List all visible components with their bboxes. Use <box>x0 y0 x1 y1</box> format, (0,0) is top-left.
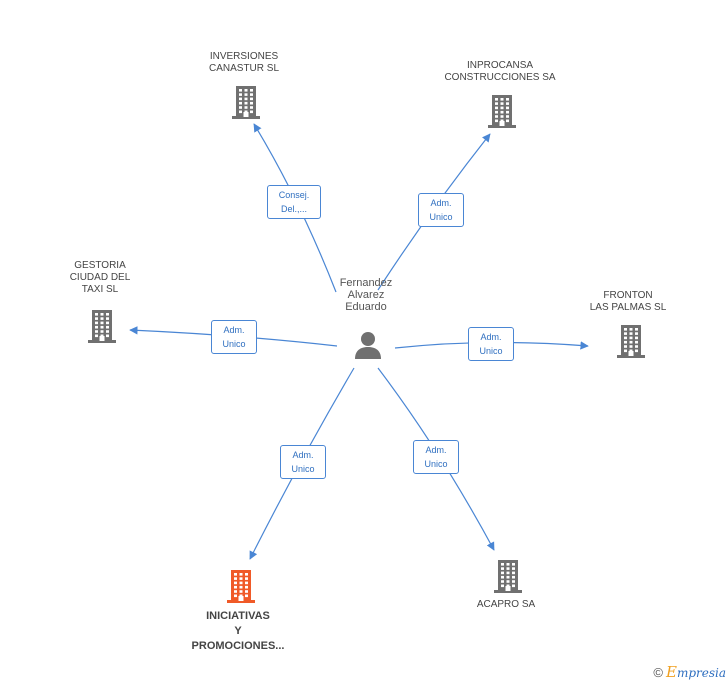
role-label-inprocansa[interactable]: Adm.Unico <box>418 193 464 227</box>
person-name: Fernandez Alvarez Eduardo <box>339 277 393 313</box>
role-label-fronton[interactable]: Adm.Unico <box>468 327 514 361</box>
building-icon[interactable] <box>615 324 647 363</box>
building-icon[interactable] <box>230 85 262 124</box>
role-label-iniciativas[interactable]: Adm.Unico <box>280 445 326 479</box>
building-icon[interactable] <box>486 94 518 133</box>
building-icon[interactable] <box>492 559 524 598</box>
person-icon <box>355 332 381 359</box>
footer-brand: ©Empresia <box>653 663 726 681</box>
copyright-icon: © <box>653 665 663 680</box>
role-label-inversiones[interactable]: Consej.Del.,... <box>267 185 321 219</box>
brand-name: mpresia <box>676 666 726 680</box>
brand-initial: E <box>665 663 677 681</box>
building-icon[interactable] <box>86 309 118 348</box>
role-label-gestoria[interactable]: Adm.Unico <box>211 320 257 354</box>
role-label-acapro[interactable]: Adm.Unico <box>413 440 459 474</box>
company-label-acapro[interactable]: ACAPRO SA <box>476 599 536 610</box>
building-icon-highlighted[interactable] <box>225 569 257 608</box>
